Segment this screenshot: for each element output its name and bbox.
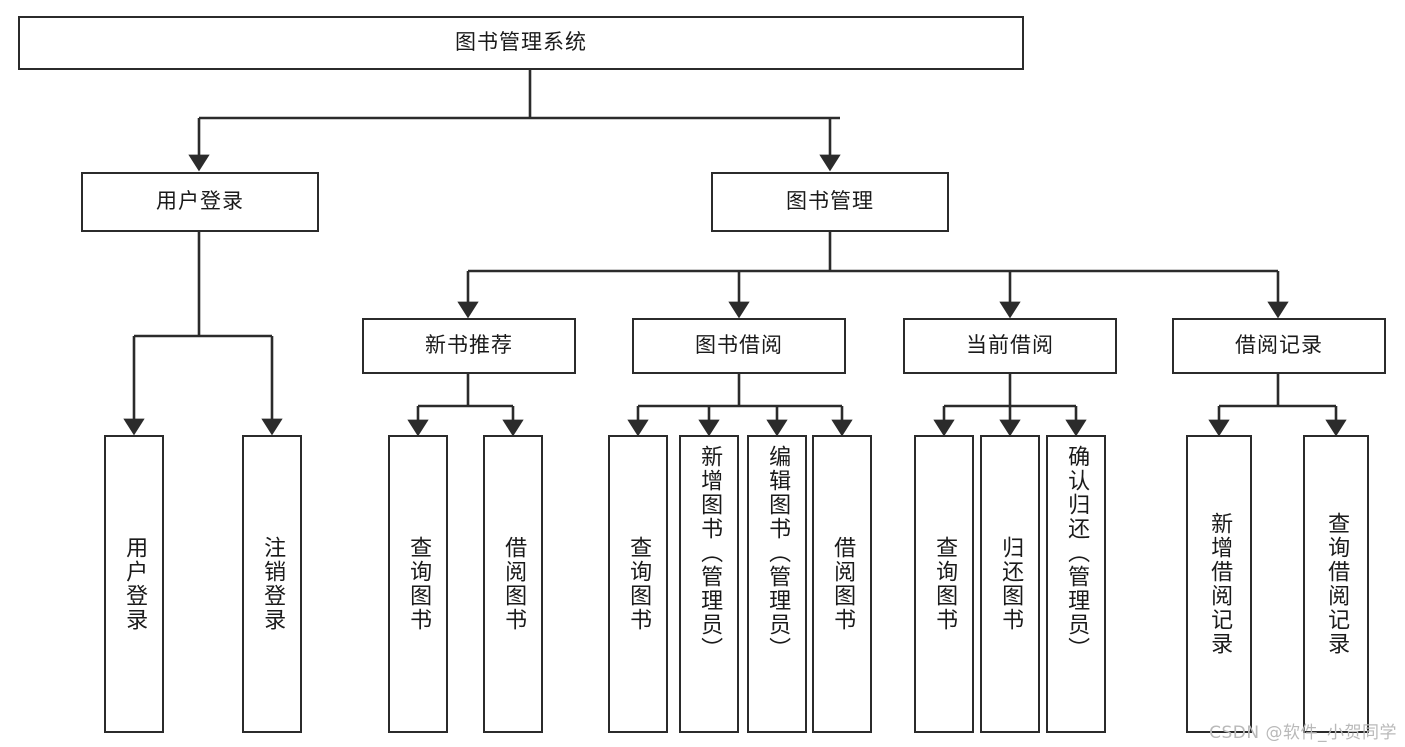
node-leaf-borrow-book-1-label: 借阅图书 — [501, 536, 527, 632]
node-leaf-query-book-3[interactable]: 查询图书 — [914, 435, 974, 733]
node-leaf-borrow-book-2[interactable]: 借阅图书 — [812, 435, 872, 733]
node-borrow-record[interactable]: 借阅记录 — [1172, 318, 1386, 374]
node-leaf-logout[interactable]: 注销登录 — [242, 435, 302, 733]
node-leaf-query-book-2[interactable]: 查询图书 — [608, 435, 668, 733]
node-leaf-query-book-1-label: 查询图书 — [406, 536, 432, 632]
node-leaf-query-record-label: 查询借阅记录 — [1324, 512, 1350, 656]
watermark: CSDN @软件_小贺同学 — [1209, 723, 1397, 743]
node-leaf-add-record-label: 新增借阅记录 — [1207, 512, 1233, 656]
node-current-borrow-label: 当前借阅 — [966, 333, 1054, 358]
node-book-management-label: 图书管理 — [786, 189, 874, 214]
node-leaf-borrow-book-2-label: 借阅图书 — [830, 536, 856, 632]
node-leaf-logout-label: 注销登录 — [260, 536, 286, 632]
node-leaf-query-book-3-label: 查询图书 — [932, 536, 958, 632]
node-leaf-add-book-label: 新增图书（管理员） — [697, 445, 723, 661]
node-leaf-return-book-label: 归还图书 — [998, 536, 1024, 632]
node-leaf-confirm-return[interactable]: 确认归还（管理员） — [1046, 435, 1106, 733]
node-user-login[interactable]: 用户登录 — [81, 172, 319, 232]
node-book-borrow-label: 图书借阅 — [695, 333, 783, 358]
node-root[interactable]: 图书管理系统 — [18, 16, 1024, 70]
node-borrow-record-label: 借阅记录 — [1235, 333, 1323, 358]
node-leaf-edit-book-label: 编辑图书（管理员） — [765, 445, 791, 661]
node-leaf-return-book[interactable]: 归还图书 — [980, 435, 1040, 733]
node-leaf-add-record[interactable]: 新增借阅记录 — [1186, 435, 1252, 733]
node-current-borrow[interactable]: 当前借阅 — [903, 318, 1117, 374]
node-leaf-query-book-2-label: 查询图书 — [626, 536, 652, 632]
node-user-login-label: 用户登录 — [156, 189, 244, 214]
node-leaf-user-login-label: 用户登录 — [122, 536, 148, 632]
node-leaf-borrow-book-1[interactable]: 借阅图书 — [483, 435, 543, 733]
node-leaf-add-book[interactable]: 新增图书（管理员） — [679, 435, 739, 733]
node-new-book-recommend-label: 新书推荐 — [425, 333, 513, 358]
node-root-label: 图书管理系统 — [455, 30, 587, 55]
node-leaf-edit-book[interactable]: 编辑图书（管理员） — [747, 435, 807, 733]
node-book-management[interactable]: 图书管理 — [711, 172, 949, 232]
node-book-borrow[interactable]: 图书借阅 — [632, 318, 846, 374]
node-leaf-confirm-return-label: 确认归还（管理员） — [1064, 445, 1090, 661]
node-leaf-query-record[interactable]: 查询借阅记录 — [1303, 435, 1369, 733]
node-new-book-recommend[interactable]: 新书推荐 — [362, 318, 576, 374]
node-leaf-query-book-1[interactable]: 查询图书 — [388, 435, 448, 733]
node-leaf-user-login[interactable]: 用户登录 — [104, 435, 164, 733]
